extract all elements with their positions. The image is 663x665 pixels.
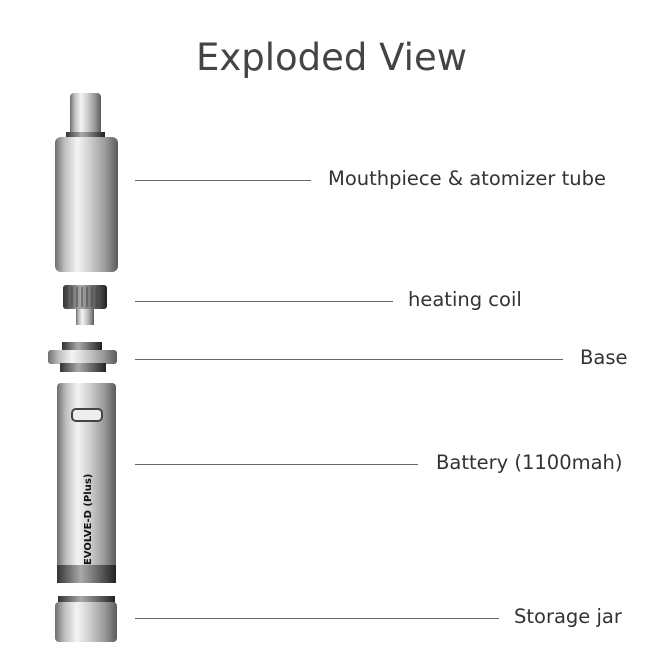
battery-brand-logo: EVOLVE-D (Plus) bbox=[83, 474, 94, 565]
label-storage-jar: Storage jar bbox=[514, 605, 622, 628]
label-mouthpiece: Mouthpiece & atomizer tube bbox=[328, 167, 606, 190]
mouthpiece-atomizer-tube bbox=[55, 93, 118, 272]
leader-line-mouthpiece bbox=[135, 180, 311, 181]
base bbox=[48, 342, 117, 372]
label-battery: Battery (1100mah) bbox=[436, 451, 623, 474]
storage-jar bbox=[55, 596, 117, 642]
heating-coil bbox=[63, 285, 107, 325]
label-heating-coil: heating coil bbox=[408, 288, 522, 311]
label-base: Base bbox=[580, 346, 628, 369]
leader-line-base bbox=[135, 359, 563, 360]
leader-line-heating-coil bbox=[135, 301, 393, 302]
battery: EVOLVE-D (Plus) bbox=[57, 383, 116, 583]
leader-line-storage-jar bbox=[135, 618, 499, 619]
leader-line-battery bbox=[135, 464, 418, 465]
diagram-title: Exploded View bbox=[196, 36, 467, 79]
